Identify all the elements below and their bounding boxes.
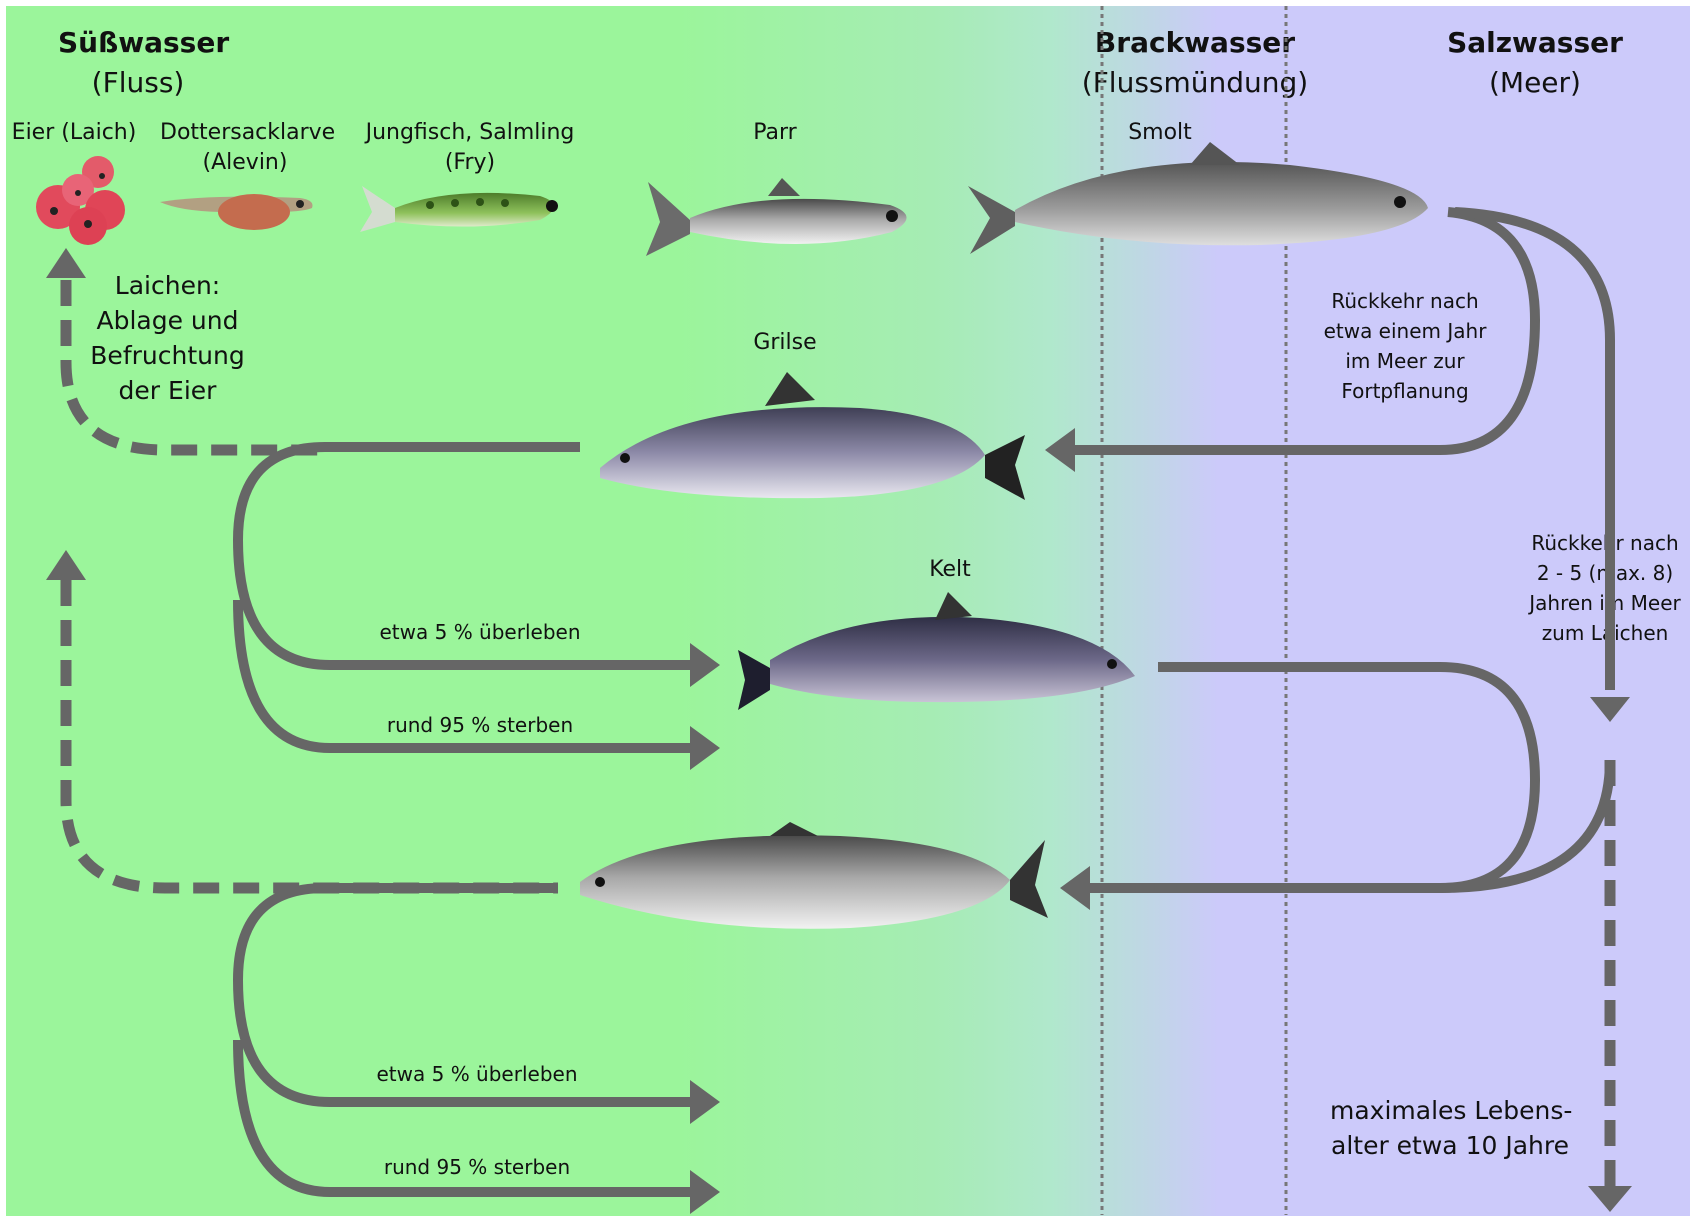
zone-sub-freshwater: (Fluss) [58,66,218,99]
zone-title-saltwater: Salzwasser [1440,26,1630,59]
max-age-line-1: maximales Lebens- [1330,1093,1570,1128]
return-years-line-1: Rückkehr nach [1515,528,1690,558]
survive-note-1: etwa 5 % überleben [360,617,600,647]
zone-sub-saltwater: (Meer) [1440,66,1630,99]
stage-label-eggs: Eier (Laich) [4,118,144,148]
zone-title-brackish: Brackwasser [1085,26,1305,59]
stage-label-grilse: Grilse [740,328,830,358]
stage-label-alevin: Dottersacklarve [160,118,330,148]
spawn-note-line-1: Laichen: [85,268,250,303]
stage-label-fry-sub: (Fry) [365,148,575,178]
stage-label-smolt: Smolt [1120,118,1200,148]
max-age-line-2: alter etwa 10 Jahre [1330,1128,1570,1163]
stage-label-alevin-sub: (Alevin) [160,148,330,178]
survive-note-2: etwa 5 % überleben [357,1059,597,1089]
spawn-note-line-4: der Eier [85,373,250,408]
return-one-year-line-1: Rückkehr nach [1300,286,1510,316]
return-years-line-3: Jahren im Meer [1515,588,1690,618]
die-note-1: rund 95 % sterben [360,710,600,740]
stage-label-kelt: Kelt [910,555,990,585]
return-years-line-4: zum Laichen [1515,618,1690,648]
zone-title-freshwater: Süßwasser [58,26,218,59]
return-one-year-line-3: im Meer zur [1300,346,1510,376]
return-one-year-line-4: Fortpflanung [1300,376,1510,406]
spawn-note-line-2: Ablage und [85,303,250,338]
zone-sub-brackish: (Flussmündung) [1075,66,1315,99]
water-zones-background [6,6,1690,1216]
return-years-line-2: 2 - 5 (max. 8) [1515,558,1690,588]
return-one-year-line-2: etwa einem Jahr [1300,316,1510,346]
stage-label-parr: Parr [735,118,815,148]
spawn-note-line-3: Befruchtung [85,338,250,373]
die-note-2: rund 95 % sterben [357,1152,597,1182]
stage-label-fry: Jungfisch, Salmling [365,118,575,148]
